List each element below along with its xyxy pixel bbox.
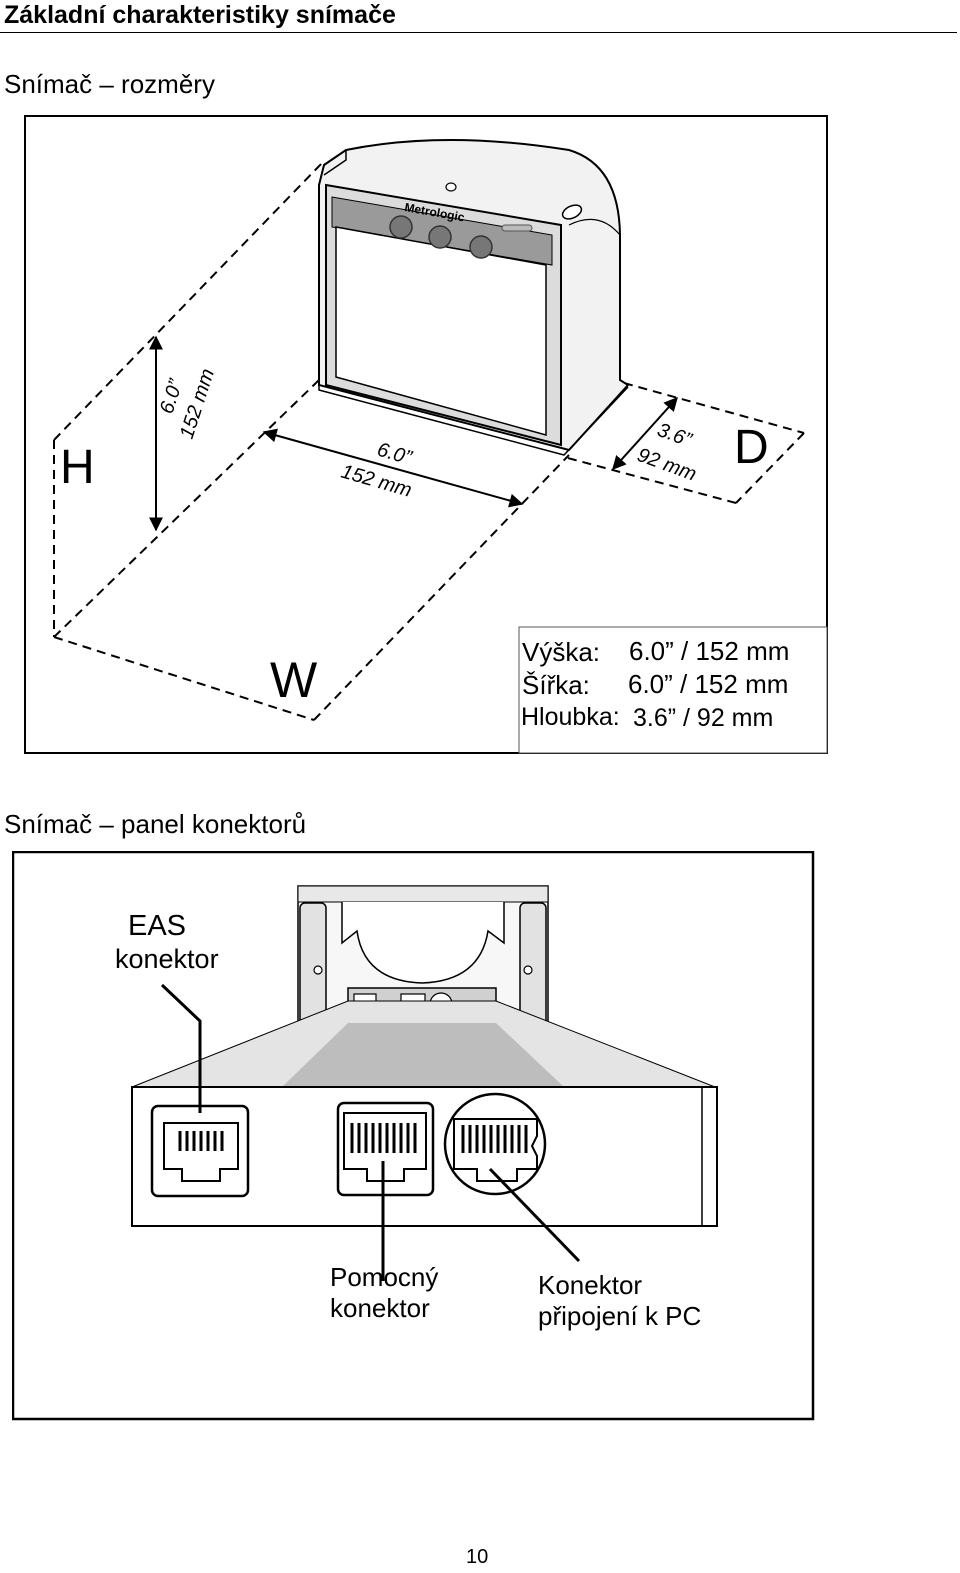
spec-value-height: 6.0” / 152 mm	[629, 636, 789, 666]
aux-label-line1: Pomocný	[330, 1262, 438, 1292]
led-icon	[389, 215, 413, 239]
button-oval-icon	[561, 204, 583, 220]
pc-label-line1: Konektor	[538, 1270, 642, 1300]
led-icon	[428, 225, 452, 249]
page-number: 10	[466, 1546, 489, 1568]
connector-panel-figure: EAS konektor Pomocný konektor Konektor p…	[12, 851, 815, 1421]
section-heading-dimensions: Snímač – rozměry	[4, 69, 215, 99]
page-title: Základní charakteristiky snímače	[4, 1, 396, 29]
leader-lines	[160, 983, 581, 1281]
eas-label-line2: konektor	[115, 944, 219, 974]
scanner-dimensions-drawing: Metrologic 6.0” 152 mm H 6.0” 152 mm W 3…	[24, 115, 828, 754]
spec-label-width: Šířka:	[522, 670, 590, 700]
pc-label-line2: připojení k PC	[538, 1301, 701, 1331]
connector-panel-drawing: EAS konektor Pomocný konektor Konektor p…	[12, 851, 815, 1421]
connector-panel-enlarged	[131, 1086, 718, 1227]
aux-label-line2: konektor	[330, 1293, 430, 1323]
pc-port-icon	[443, 1092, 547, 1196]
width-label: W	[270, 652, 318, 708]
width-dimension-arrow	[262, 428, 524, 508]
aux-port-icon	[336, 1101, 435, 1197]
spec-label-height: Výška:	[522, 637, 600, 667]
height-label: H	[60, 441, 95, 494]
title-divider	[0, 32, 957, 33]
depth-dimension-arrow	[612, 396, 678, 471]
spec-value-depth: 3.6” / 92 mm	[633, 704, 773, 732]
scanner-dimensions-figure: Metrologic 6.0” 152 mm H 6.0” 152 mm W 3…	[24, 115, 829, 755]
led-icon	[469, 235, 493, 259]
section-heading-connectors: Snímač – panel konektorů	[4, 809, 307, 839]
eas-label-line1: EAS	[128, 910, 186, 942]
spec-value-width: 6.0” / 152 mm	[628, 669, 788, 699]
bounding-box-dashes	[53, 162, 805, 721]
spec-label-depth: Hloubka:	[521, 703, 620, 731]
eas-port-icon	[150, 1104, 250, 1198]
scanner-illustration: Metrologic	[318, 139, 630, 456]
spec-table: Výška: 6.0” / 152 mm Šířka: 6.0” / 152 m…	[518, 626, 828, 754]
depth-label: D	[734, 421, 769, 474]
